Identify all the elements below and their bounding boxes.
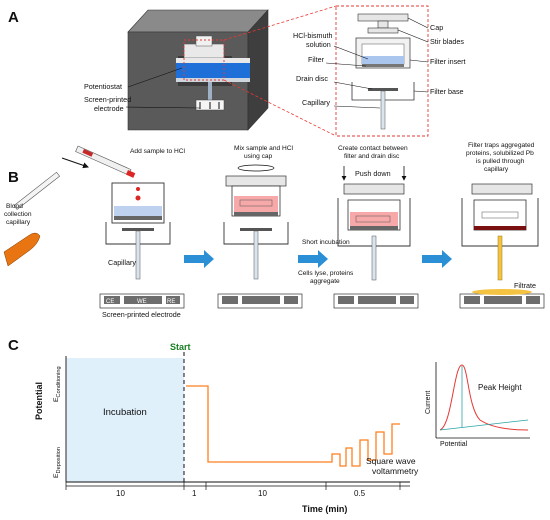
incubation-text-line3: aggregate — [310, 278, 340, 285]
e-conditioning: EConditioning — [53, 366, 62, 402]
panel-b-letter: B — [8, 169, 19, 186]
drain-disc-label: Drain disc — [296, 74, 328, 83]
electrode-we: WE — [137, 299, 147, 305]
incubation-label: Incubation — [103, 407, 147, 418]
time-seg-4: 0.5 — [354, 489, 366, 498]
electrode-step4 — [459, 289, 545, 309]
filtrate-label: Filtrate — [514, 281, 536, 290]
capillary-label-a: Capillary — [302, 98, 330, 107]
inset-voltammogram — [435, 362, 530, 439]
blood-label-line3: capillary — [6, 219, 31, 226]
push-down-label: Push down — [355, 169, 391, 178]
filter-insert-label: Filter insert — [430, 57, 466, 66]
electrode-ce: CE — [106, 299, 114, 305]
device-step2 — [223, 164, 289, 280]
device-step1 — [105, 182, 171, 280]
swv-line2: voltammetry — [372, 466, 419, 476]
step4-line1: Filter traps aggregated — [468, 142, 535, 149]
spe-label-line1: Screen-printed — [84, 95, 131, 104]
filter-base-label: Filter base — [430, 87, 464, 96]
potentiostat-device — [127, 9, 269, 131]
exploded-assembly — [351, 13, 415, 130]
electrode-step3 — [333, 293, 419, 309]
step2-line2: using cap — [244, 153, 273, 160]
step1-text: Add sample to HCl — [130, 148, 186, 155]
inset-x-label: Potential — [440, 441, 468, 448]
start-label: Start — [170, 342, 191, 352]
blood-label-line2: collection — [4, 211, 32, 218]
spe-label-line2: electrode — [94, 104, 124, 113]
inset-y-label: Current — [425, 391, 432, 414]
potentiostat-label: Potentiostat — [84, 82, 122, 91]
electrode-step2 — [217, 293, 303, 309]
blood-label-line1: Blood — [6, 203, 23, 210]
electrode-re: RE — [167, 299, 175, 305]
time-seg-1: 10 — [116, 489, 125, 498]
electrode-step1 — [99, 293, 185, 309]
step4-line2: proteins, solubilized Pb — [466, 150, 534, 157]
pipette — [61, 145, 136, 178]
hcl-label-line2: solution — [306, 40, 331, 49]
finger-and-blood-capillary — [3, 171, 61, 267]
step4-line3: is pulled through — [476, 158, 525, 165]
incubation-region — [66, 358, 184, 482]
step3-line1: Create contact between — [338, 145, 408, 152]
cap-label: Cap — [430, 23, 443, 32]
step4-line4: capillary — [484, 166, 509, 173]
panel-c-letter: C — [8, 337, 19, 354]
electrode-caption: Screen-printed electrode — [102, 310, 181, 319]
time-scale — [65, 482, 410, 490]
incubation-text-line2: Cells lyse, proteins — [298, 270, 354, 277]
incubation-text-line1: Short incubation — [302, 239, 350, 246]
filter-label: Filter — [308, 55, 325, 64]
device-step4 — [461, 183, 539, 281]
stir-blades-label: Stir blades — [430, 37, 464, 46]
y-axis-title: Potential — [34, 382, 44, 420]
x-axis-title: Time (min) — [302, 504, 347, 514]
step2-line1: Mix sample and HCl — [234, 145, 294, 152]
potential-trace — [186, 385, 400, 467]
panel-a-letter: A — [8, 9, 19, 26]
time-seg-3: 10 — [258, 489, 267, 498]
device-step3 — [337, 183, 411, 281]
zoom-box — [335, 5, 429, 137]
swv-line1: Square wave — [366, 456, 416, 466]
hcl-label-line1: HCl-bismuth — [293, 31, 333, 40]
inset-peak-label: Peak Height — [478, 383, 522, 392]
step3-line2: filter and drain disc — [344, 153, 400, 160]
capillary-label-b: Capillary — [108, 258, 136, 267]
e-deposition: EDeposition — [53, 447, 62, 478]
time-seg-2: 1 — [192, 489, 197, 498]
process-arrows — [184, 250, 452, 268]
